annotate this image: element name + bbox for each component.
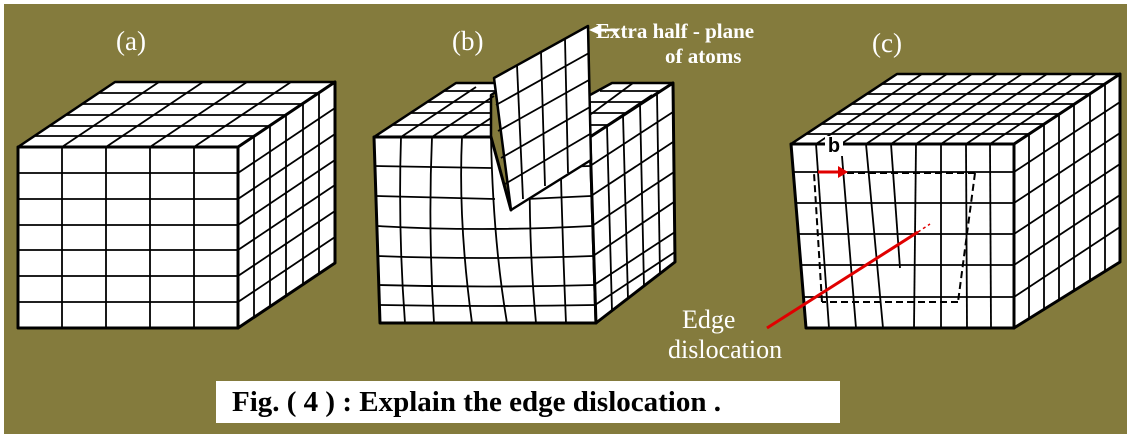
panel-b-label: (b) xyxy=(452,26,484,56)
dislocation-pointer-line xyxy=(766,223,931,330)
burgers-circuit xyxy=(813,172,976,303)
burgers-vector-label: b xyxy=(825,136,843,156)
panel-c-label: (c) xyxy=(872,28,902,58)
perfect-lattice-cube xyxy=(16,80,337,330)
dislocation-lattice-cube xyxy=(766,72,1122,330)
edge-dislocation-annotation: Edge dislocation xyxy=(668,305,782,365)
burgers-vector-arrow xyxy=(818,166,848,178)
edge-dislocation-line2: dislocation xyxy=(668,335,783,364)
half-plane-annotation-line1: Extra half - plane xyxy=(596,19,755,43)
distorted-lattice-cube xyxy=(372,24,677,325)
half-plane-annotation-line2: of atoms xyxy=(665,44,742,68)
caption-box: Fig. ( 4 ) : Explain the edge dislocatio… xyxy=(216,381,840,423)
figure-caption: Fig. ( 4 ) : Explain the edge dislocatio… xyxy=(232,386,721,418)
extra-half-plane xyxy=(492,24,593,212)
edge-dislocation-line1: Edge xyxy=(682,305,736,334)
panel-a-label: (a) xyxy=(116,26,146,56)
half-plane-annotation: Extra half - plane of atoms xyxy=(596,19,754,69)
half-plane-arrow xyxy=(589,25,618,35)
